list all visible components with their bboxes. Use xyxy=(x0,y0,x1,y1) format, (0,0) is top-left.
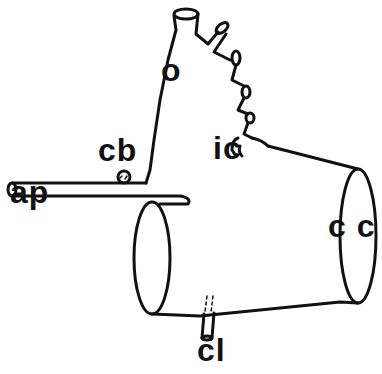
vessel-label: ic xyxy=(213,132,242,164)
vessel-label: o xyxy=(161,54,182,86)
vessel-opening xyxy=(214,20,230,35)
cl-cannula xyxy=(205,296,213,312)
vessel-opening xyxy=(232,51,240,65)
vessel-label: ap xyxy=(10,176,49,208)
vessel-opening xyxy=(242,86,250,98)
carotid-body xyxy=(120,176,127,179)
trunk-outline xyxy=(268,146,358,169)
trunk-outline xyxy=(232,65,244,86)
vessel-opening xyxy=(246,113,254,123)
trunk-outline xyxy=(244,123,252,138)
trunk-outline xyxy=(152,302,358,316)
trunk-outline xyxy=(146,16,176,183)
vessel-opening xyxy=(174,9,198,19)
carotid-body-label: cb xyxy=(98,134,137,166)
vessel-opening xyxy=(134,202,170,314)
trunk-outline xyxy=(214,34,230,60)
carotid-body xyxy=(118,171,130,183)
trunk-outline xyxy=(196,14,218,44)
trunk-outline xyxy=(252,138,268,146)
trunk-outline xyxy=(238,98,248,114)
cannula-label: cl xyxy=(197,334,226,366)
vessel-label: c c xyxy=(328,210,375,242)
